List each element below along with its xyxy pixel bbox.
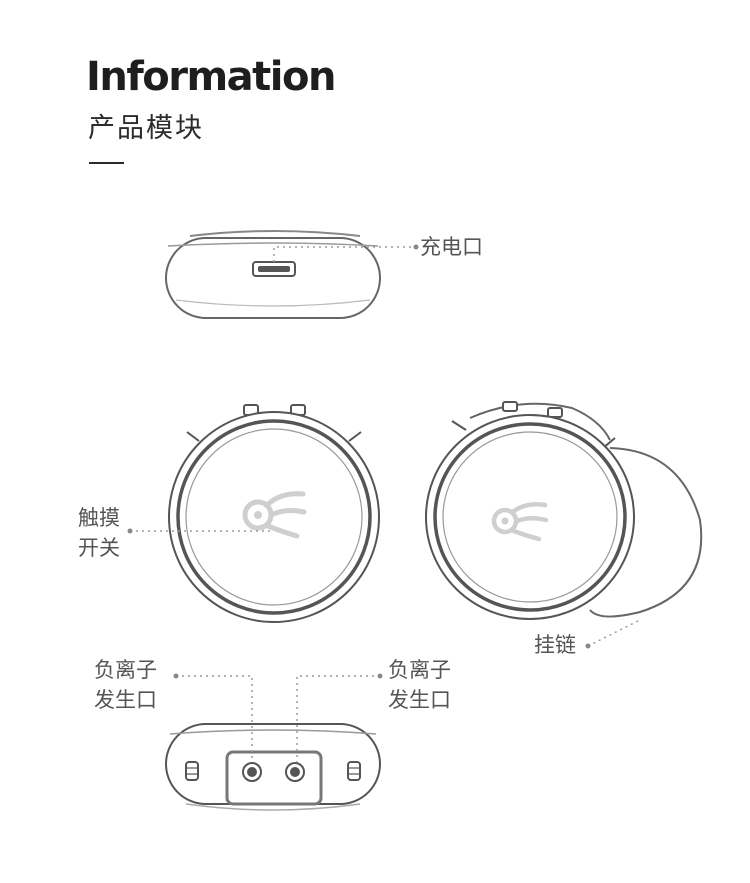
page-title: Information <box>86 54 336 100</box>
angled-view-device <box>425 401 703 620</box>
touch-switch-leader <box>127 528 270 534</box>
ion-outlet-left-leader <box>173 673 253 762</box>
charging-port-leader <box>273 244 419 262</box>
lanyard-label: 挂链 <box>534 633 576 657</box>
brand-logo-icon <box>242 491 307 539</box>
front-view-device <box>168 404 380 623</box>
ion-outlet-right-leader <box>296 673 383 762</box>
brand-logo-icon-angled <box>491 502 549 542</box>
lanyard-leader <box>585 619 641 649</box>
touch-switch-label-line1: 触摸 <box>78 506 120 530</box>
ion-outlet-left-icon <box>242 762 262 782</box>
page-subtitle: 产品模块 <box>88 113 204 144</box>
charging-port-label: 充电口 <box>420 235 483 259</box>
ion-outlet-right-label-line1: 负离子 <box>388 658 451 682</box>
side-view-top-device <box>165 230 381 319</box>
ion-outlet-left-label-line1: 负离子 <box>94 658 157 682</box>
ion-outlet-right-label-line2: 发生口 <box>388 688 451 712</box>
title-divider <box>89 162 124 164</box>
touch-switch-label-line2: 开关 <box>78 536 120 560</box>
bottom-view-device <box>165 723 381 811</box>
ion-outlet-left-label-line2: 发生口 <box>94 688 157 712</box>
ion-outlet-right-icon <box>285 762 305 782</box>
